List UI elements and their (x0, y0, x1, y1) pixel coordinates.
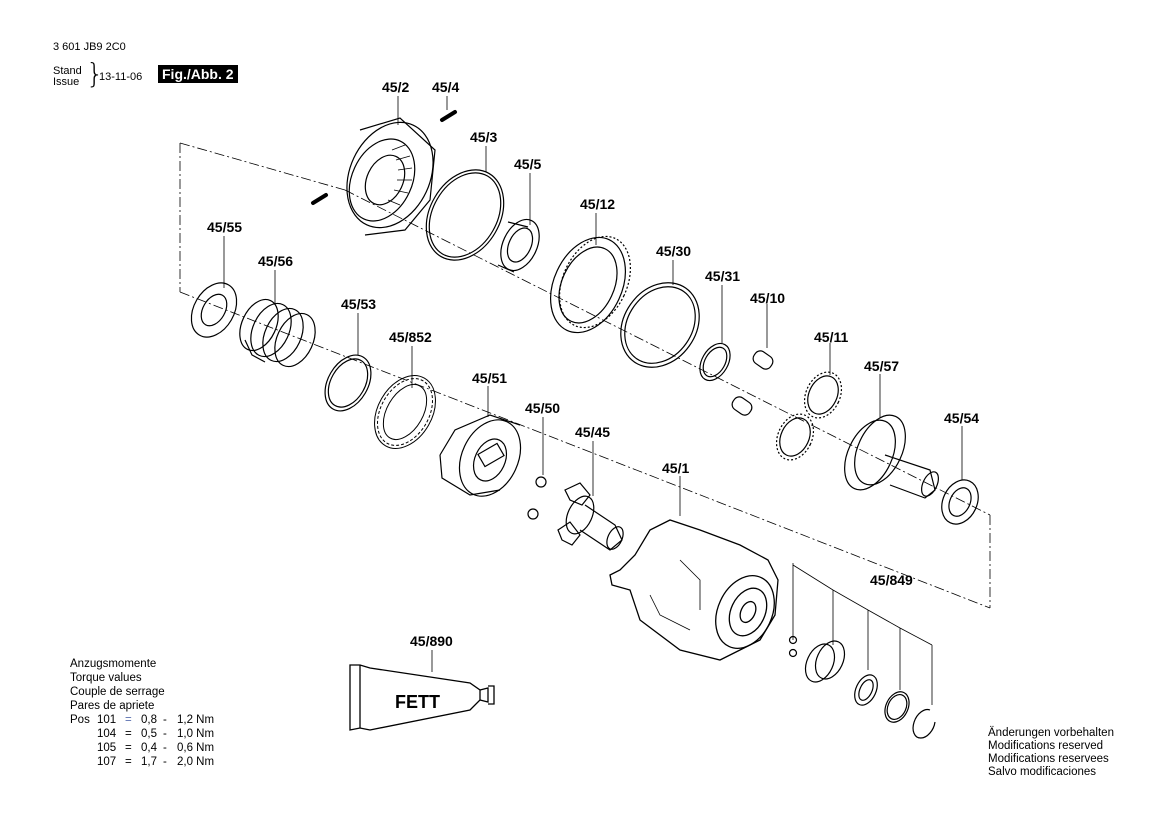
part-45-849-set (788, 635, 936, 739)
part-45-31-ring (699, 342, 731, 382)
part-45-12-ring-gear (550, 235, 631, 334)
assembly-axis-lines (179, 142, 991, 609)
torque-row: 105=0,4-0,6 Nm (97, 742, 215, 754)
part-label-45-11: 45/11 (814, 329, 849, 345)
part-45-10-pins (731, 350, 774, 416)
part-45-45-spindle (557, 482, 624, 551)
part-label-45-4: 45/4 (432, 79, 460, 95)
part-label-45-51: 45/51 (472, 370, 508, 386)
figure-label: Fig./Abb. 2 (158, 65, 238, 83)
torque-row: 104=0,5-1,0 Nm (97, 728, 215, 740)
part-label-45-890: 45/890 (410, 633, 453, 649)
part-label-45-12: 45/12 (580, 196, 616, 212)
part-label-45-2: 45/2 (382, 79, 410, 95)
torque-title-en: Torque values (70, 672, 142, 684)
torque-title-de: Anzugsmomente (70, 658, 157, 670)
grease-tube-label: FETT (395, 692, 440, 712)
part-label-45-56: 45/56 (258, 253, 294, 269)
part-label-45-30: 45/30 (656, 243, 692, 259)
part-45-2-gear-cover (346, 117, 436, 236)
torque-title-es: Pares de apriete (70, 700, 155, 712)
stand-label: Stand (53, 65, 82, 77)
part-label-45-10: 45/10 (750, 290, 786, 306)
part-45-5-bearing (497, 218, 540, 273)
part-45-57-planet-carrier (844, 414, 939, 499)
document-number: 3 601 JB9 2C0 (53, 41, 126, 53)
notice-en: Modifications reserved (988, 740, 1104, 752)
part-45-852-ball-ring (374, 375, 436, 449)
torque-title-fr: Couple de serrage (70, 686, 165, 698)
part-45-56-spring (239, 298, 316, 368)
notice-fr: Modifications reservees (988, 753, 1109, 765)
part-45-890-grease-tube (349, 664, 495, 731)
part-label-45-5: 45/5 (514, 156, 542, 172)
part-label-45-53: 45/53 (341, 296, 377, 312)
part-label-45-50: 45/50 (525, 400, 561, 416)
part-45-55-washer (190, 282, 238, 338)
part-label-45-45: 45/45 (575, 424, 611, 440)
part-45-11-planet-gears (775, 371, 843, 461)
part-45-3-o-ring (425, 169, 505, 261)
notice-de: Änderungen vorbehalten (988, 727, 1114, 739)
part-label-45-1: 45/1 (662, 460, 690, 476)
part-45-53-washer (324, 354, 372, 412)
part-label-45-55: 45/55 (207, 219, 243, 235)
leader-lines (223, 96, 963, 705)
brace-symbol: } (86, 57, 104, 90)
part-label-45-3: 45/3 (470, 129, 498, 145)
part-label-45-31: 45/31 (705, 268, 741, 284)
part-45-4-pin (440, 110, 457, 122)
part-45-51-cam (439, 414, 522, 497)
issue-label: Issue (53, 76, 80, 88)
part-45-50-balls (527, 476, 547, 520)
torque-pos-label: Pos (70, 714, 90, 726)
part-label-45-852: 45/852 (389, 329, 432, 345)
pin-left (311, 193, 328, 205)
issue-date: 13-11-06 (99, 71, 143, 83)
part-label-45-54: 45/54 (944, 410, 980, 426)
part-label-45-57: 45/57 (864, 358, 900, 374)
part-45-54-ring (941, 479, 979, 525)
torque-row: 101=0,8-1,2 Nm (97, 714, 215, 726)
part-45-1-housing (609, 519, 779, 661)
notice-es: Salvo modificaciones (988, 766, 1097, 778)
part-label-45-849: 45/849 (870, 572, 913, 588)
torque-row: 107=1,7-2,0 Nm (97, 756, 215, 768)
part-45-30-disk (620, 282, 700, 368)
